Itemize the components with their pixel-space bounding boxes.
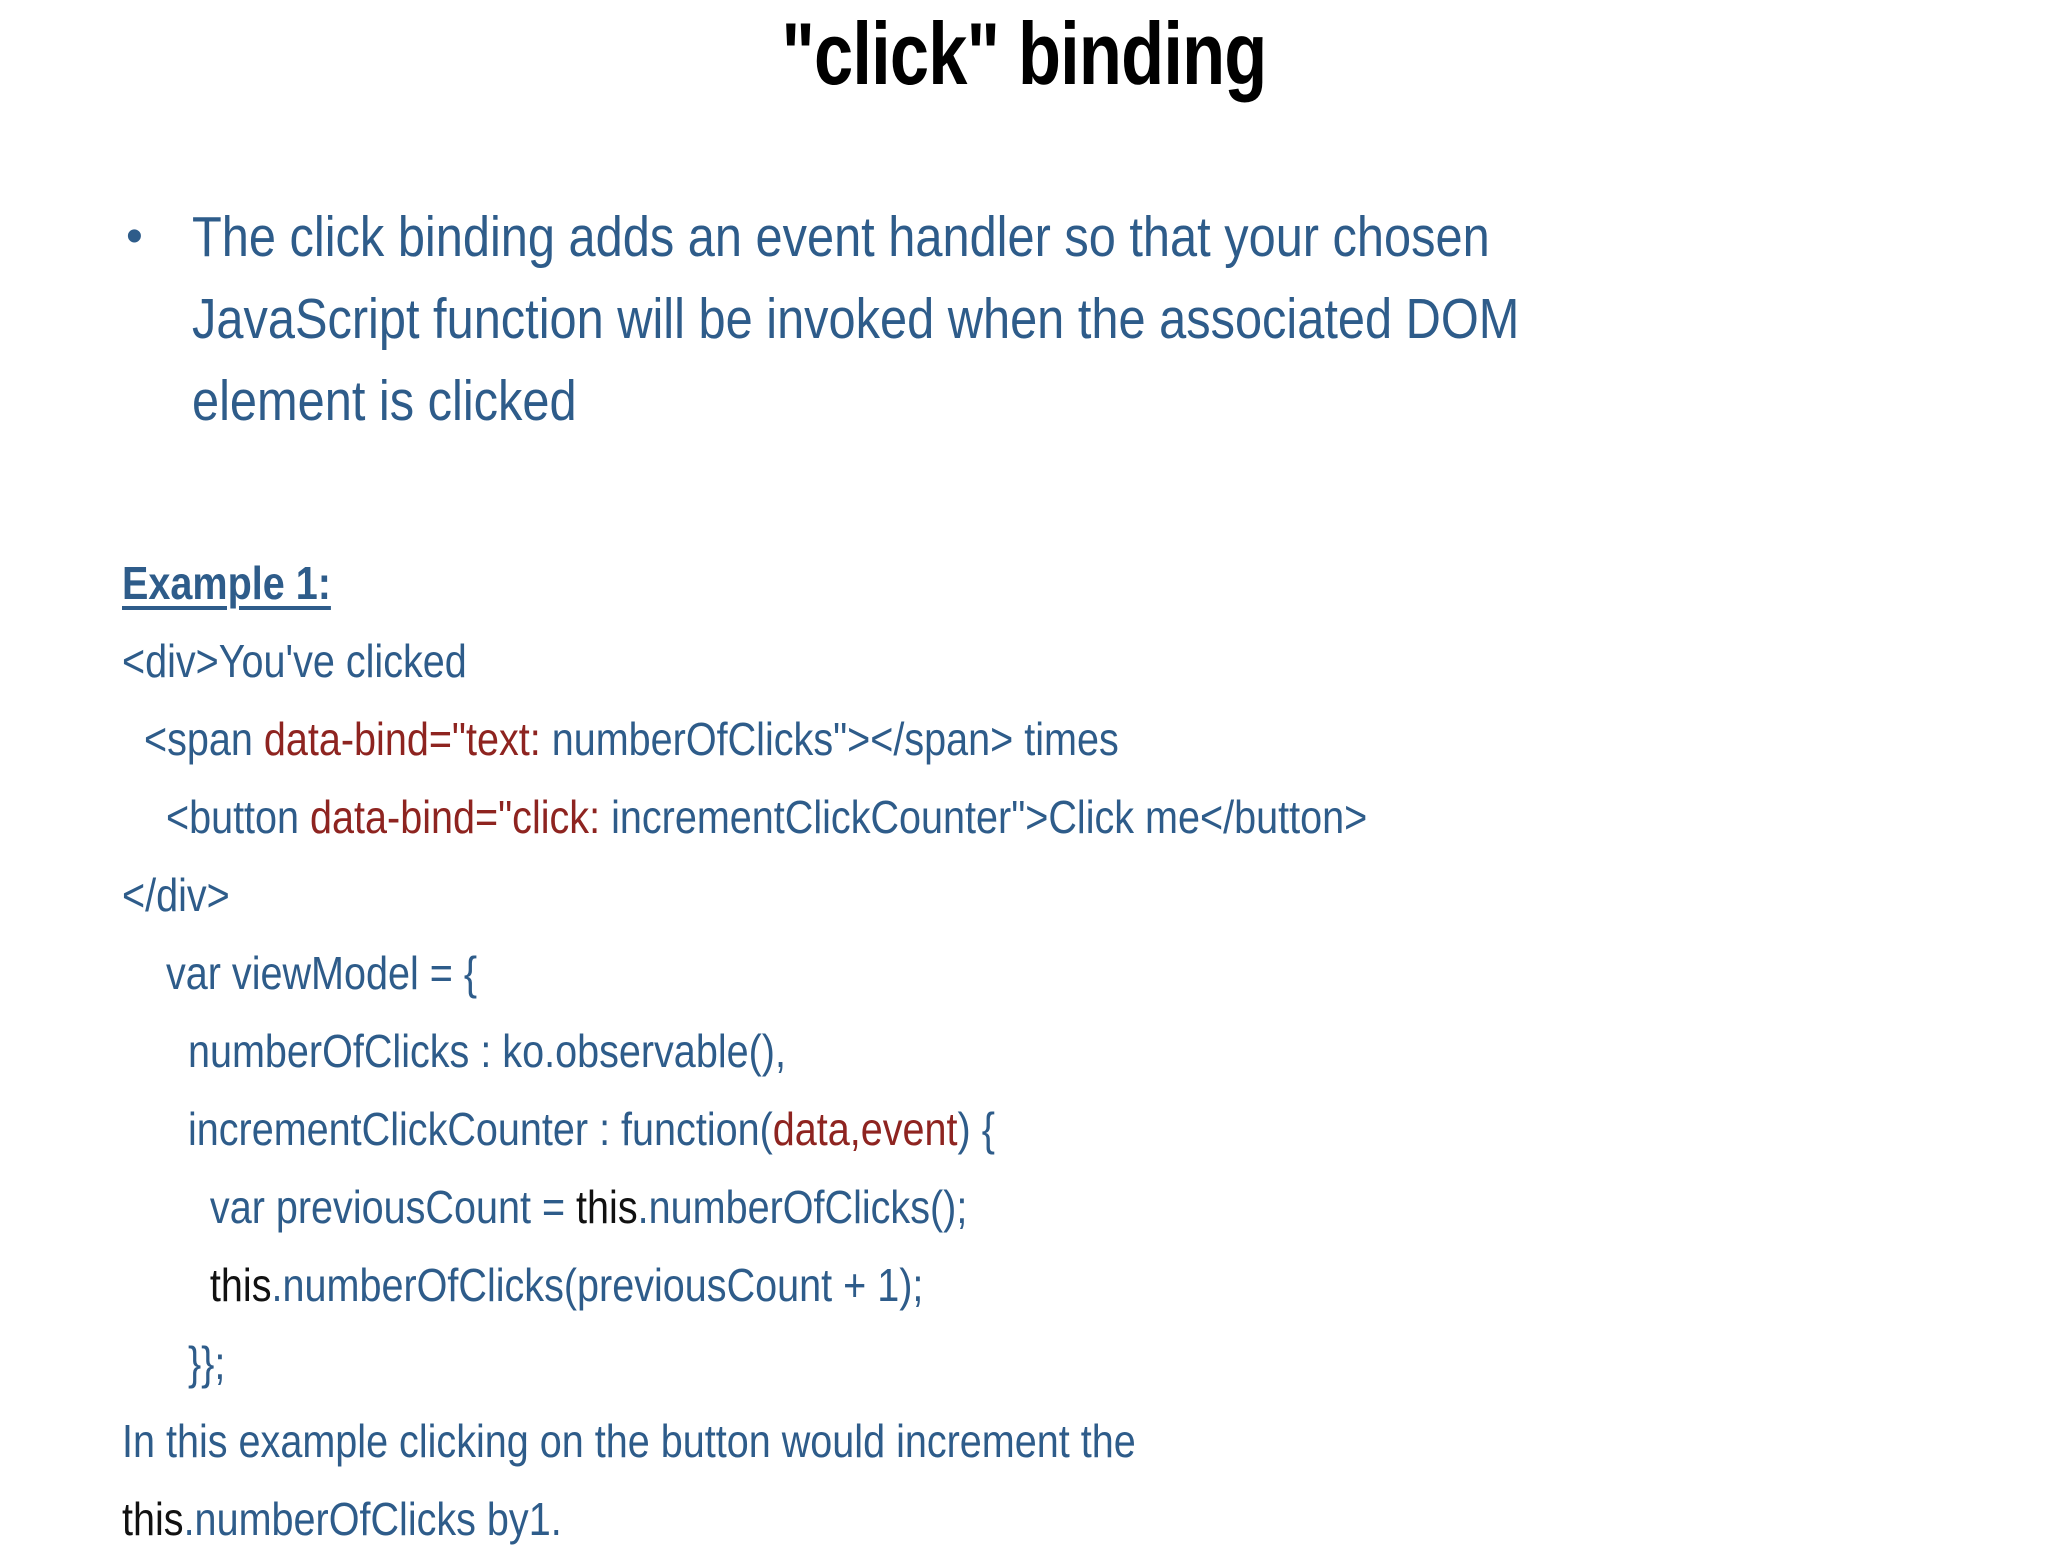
code-line: var viewModel = { [122, 934, 1997, 1012]
code-token-blk: this [576, 1181, 638, 1233]
code-token-blue: </div> [122, 869, 230, 921]
code-line: In this example clicking on the button w… [122, 1402, 1997, 1480]
bullet-point-icon: • [126, 210, 143, 263]
code-token-blue: .numberOfClicks(); [637, 1181, 968, 1233]
code-token-blue: numberOfClicks : ko.observable(), [122, 1025, 786, 1077]
code-token-blue: In this example clicking on the button w… [122, 1415, 1136, 1467]
code-token-blue: <button [122, 791, 311, 843]
code-line-list: <div>You've clicked <span data-bind="tex… [122, 622, 2002, 1558]
code-token-blue: numberOfClicks"></span> times [551, 713, 1119, 765]
code-line: numberOfClicks : ko.observable(), [122, 1012, 1997, 1090]
code-token-blue: .numberOfClicks(previousCount + 1); [271, 1259, 924, 1311]
code-token-blue: incrementClickCounter">Click me</button> [611, 791, 1368, 843]
list-item: • The click binding adds an event handle… [126, 196, 1946, 442]
code-token-blue: }}; [122, 1337, 226, 1389]
code-line: <span data-bind="text: numberOfClicks"><… [122, 700, 1997, 778]
bullet-item-label: The click binding adds an event handler … [192, 205, 1520, 433]
code-token-blue: var viewModel = { [122, 947, 478, 999]
example-heading: Example 1: [122, 557, 331, 609]
code-line: }}; [122, 1324, 1997, 1402]
code-line: var previousCount = this.numberOfClicks(… [122, 1168, 1997, 1246]
code-token-blk: this [122, 1259, 272, 1311]
code-token-blk: this [122, 1493, 184, 1545]
code-token-blue: ) { [957, 1103, 995, 1155]
slide-title: "click" binding [781, 4, 1267, 103]
code-token-blue: incrementClickCounter : function( [122, 1103, 773, 1155]
code-token-red: data-bind="click: [310, 791, 612, 843]
code-line: this.numberOfClicks(previousCount + 1); [122, 1246, 1997, 1324]
code-token-blue: <span [122, 713, 264, 765]
code-line: <button data-bind="click: incrementClick… [122, 778, 1997, 856]
code-line: <div>You've clicked [122, 622, 1997, 700]
code-line: this.numberOfClicks by1. [122, 1480, 1997, 1558]
example-code-block: Example 1: <div>You've clicked <span dat… [122, 544, 2002, 1558]
bullet-list: • The click binding adds an event handle… [126, 196, 1946, 442]
code-line: </div> [122, 856, 1997, 934]
code-line: incrementClickCounter : function(data,ev… [122, 1090, 1997, 1168]
code-token-red: data,event [772, 1103, 958, 1155]
code-token-red: data-bind="text: [263, 713, 552, 765]
code-token-blue: var previousCount = [122, 1181, 577, 1233]
code-token-blue: <div>You've clicked [122, 635, 467, 687]
code-token-blue: .numberOfClicks by1. [183, 1493, 562, 1545]
